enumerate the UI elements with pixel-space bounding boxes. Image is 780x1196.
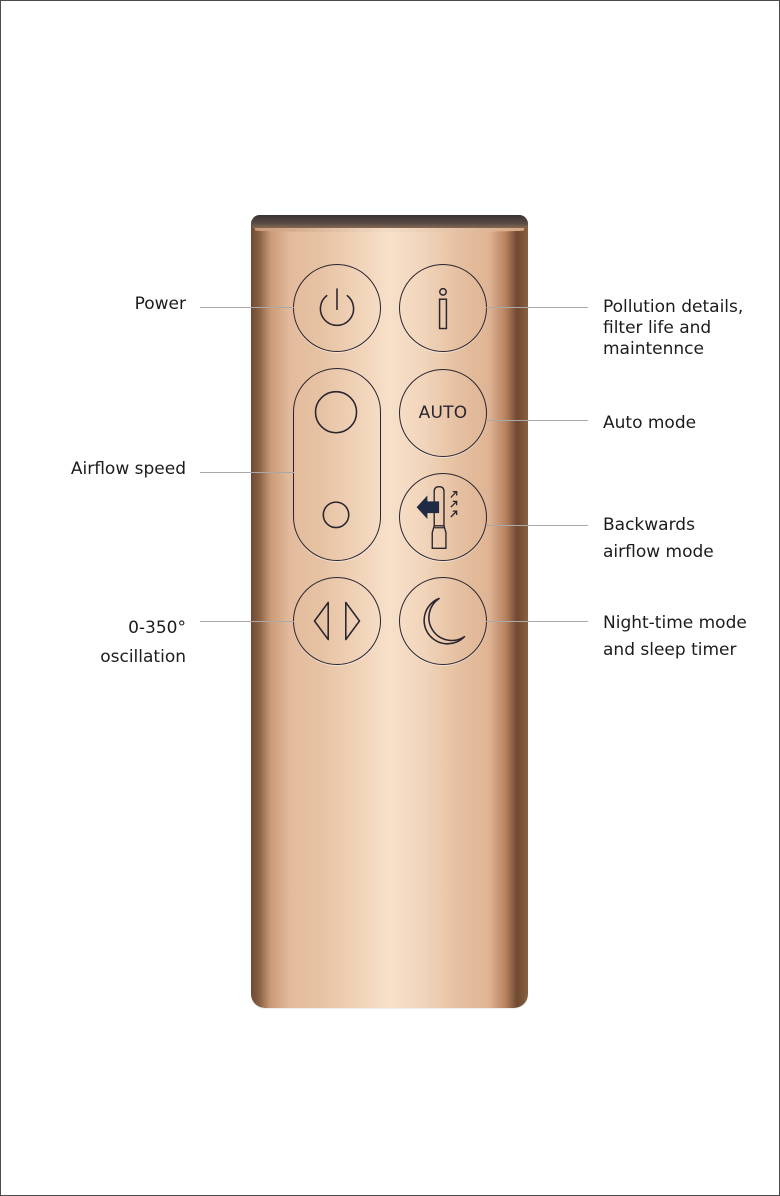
large-circle-icon <box>314 390 358 434</box>
leader-line-backwards <box>486 525 588 526</box>
leader-line-auto <box>486 420 588 421</box>
label-airflow-speed: Airflow speed <box>70 459 186 479</box>
label-auto-mode: Auto mode <box>603 413 697 433</box>
label-night-mode: Night-time mode and sleep timer <box>603 613 747 660</box>
remote-top-rim <box>251 215 528 232</box>
leader-line-airflow-speed <box>200 472 294 473</box>
leader-line-power <box>200 307 294 308</box>
power-button[interactable] <box>293 264 381 352</box>
leader-line-night <box>486 621 588 622</box>
night-mode-button[interactable] <box>399 577 487 665</box>
label-backwards-airflow: Backwards airflow mode <box>603 515 714 562</box>
moon-icon <box>423 597 466 645</box>
backwards-airflow-button[interactable] <box>399 473 487 561</box>
info-icon <box>438 287 448 330</box>
airflow-speed-control <box>293 368 381 561</box>
label-power: Power <box>134 294 186 314</box>
power-icon <box>319 288 355 327</box>
oscillation-arrows-icon <box>313 601 361 641</box>
small-circle-icon <box>322 501 350 529</box>
airflow-decrease-button[interactable] <box>322 501 350 529</box>
airflow-increase-button[interactable] <box>314 390 358 434</box>
auto-mode-button[interactable]: AUTO <box>399 369 487 457</box>
label-pollution-details: Pollution details, filter life and maint… <box>603 297 744 359</box>
info-button[interactable] <box>399 264 487 352</box>
remote-control-body: AUTO <box>251 215 528 1008</box>
backwards-airflow-icon <box>416 486 458 549</box>
label-oscillation: 0-350° oscillation <box>100 618 186 667</box>
auto-label: AUTO <box>418 403 468 423</box>
oscillation-button[interactable] <box>293 577 381 665</box>
leader-line-info <box>486 307 588 308</box>
leader-line-oscillation <box>200 621 294 622</box>
